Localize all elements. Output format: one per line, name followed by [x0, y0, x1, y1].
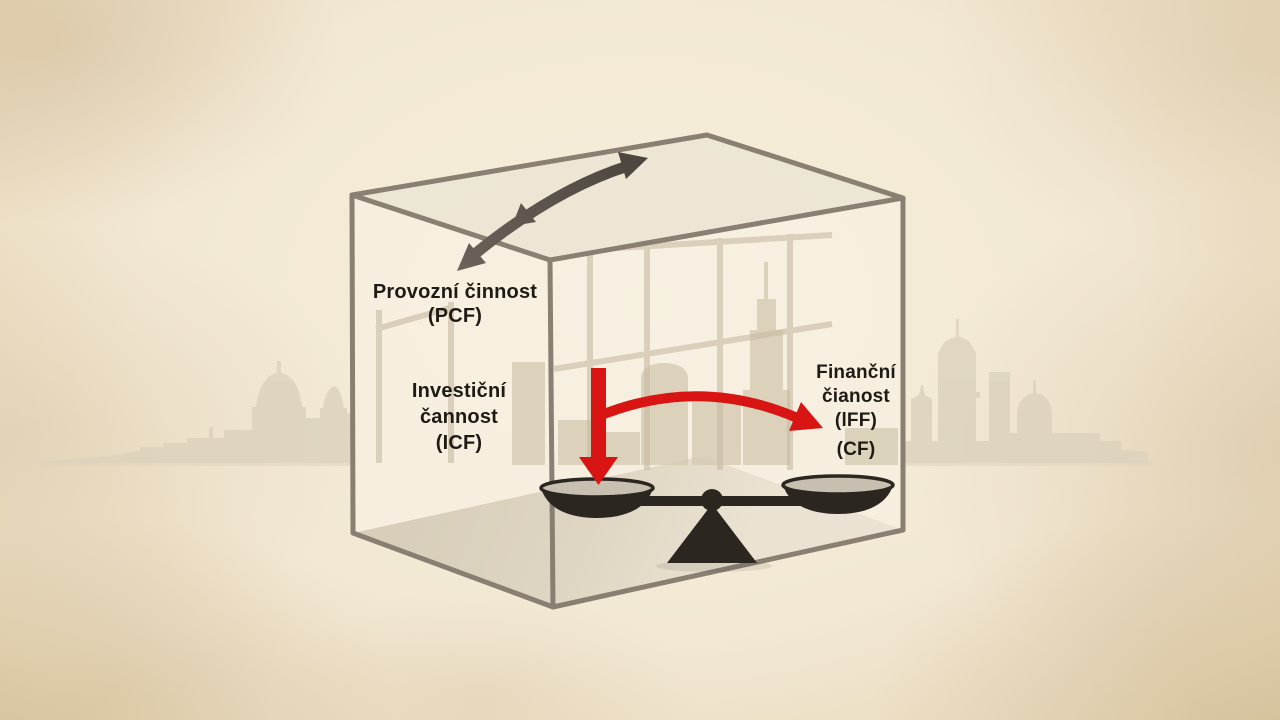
transfer-arrow-shaft: [599, 391, 800, 422]
window-rail-mid: [553, 321, 833, 372]
label-operating-activity: Provozní činnost (PCF): [373, 280, 537, 328]
scale-fulcrum: [667, 504, 757, 563]
box-top-face: [352, 135, 903, 260]
scale-left-pan: [539, 477, 655, 518]
skyline-right: [903, 319, 1153, 466]
right-pan-surface: [781, 474, 895, 496]
label-line: čannost: [419, 406, 499, 428]
window-rail-left: [375, 304, 454, 332]
label-line: čianost: [822, 386, 890, 407]
transfer-arrowhead: [789, 402, 823, 431]
box-inner-edges: [349, 192, 906, 610]
label-financing-activity: Finanční čianost (lFF): [816, 361, 896, 433]
box-edges: [349, 132, 906, 610]
flow-arrows: [579, 368, 823, 485]
label-line: Finanční: [816, 362, 896, 383]
exchange-arrow-mid-chevron: [512, 203, 536, 226]
scale-knob: [701, 489, 723, 511]
exchange-arrow: [457, 152, 648, 271]
label-cf: (CF): [837, 439, 876, 461]
label-line: (lFF): [834, 410, 878, 431]
balance-scale: [539, 474, 895, 572]
exchange-arrow-shaft: [466, 160, 630, 263]
exchange-arrowhead-left: [457, 243, 486, 271]
skyline-left-silhouette: [30, 361, 352, 463]
label-line: (CF): [836, 439, 876, 460]
box-floor: [353, 456, 903, 607]
label-line: (PCF): [427, 305, 483, 327]
box-outline: [349, 132, 906, 610]
exchange-arrowhead-right: [618, 152, 648, 179]
label-line: Provozní činnost: [372, 281, 538, 303]
down-arrow: [579, 368, 618, 485]
inner-buildings-silhouette: [512, 262, 898, 465]
label-line: Investiční: [411, 380, 507, 402]
skyline-left: [28, 361, 354, 466]
city-buildings-inner: [512, 262, 898, 465]
skyline-right-silhouette: [903, 319, 1148, 463]
label-line: (ICF): [435, 432, 483, 454]
label-investing-activity: Investiční čannost (ICF): [412, 378, 506, 456]
scale-right-pan: [781, 474, 895, 514]
